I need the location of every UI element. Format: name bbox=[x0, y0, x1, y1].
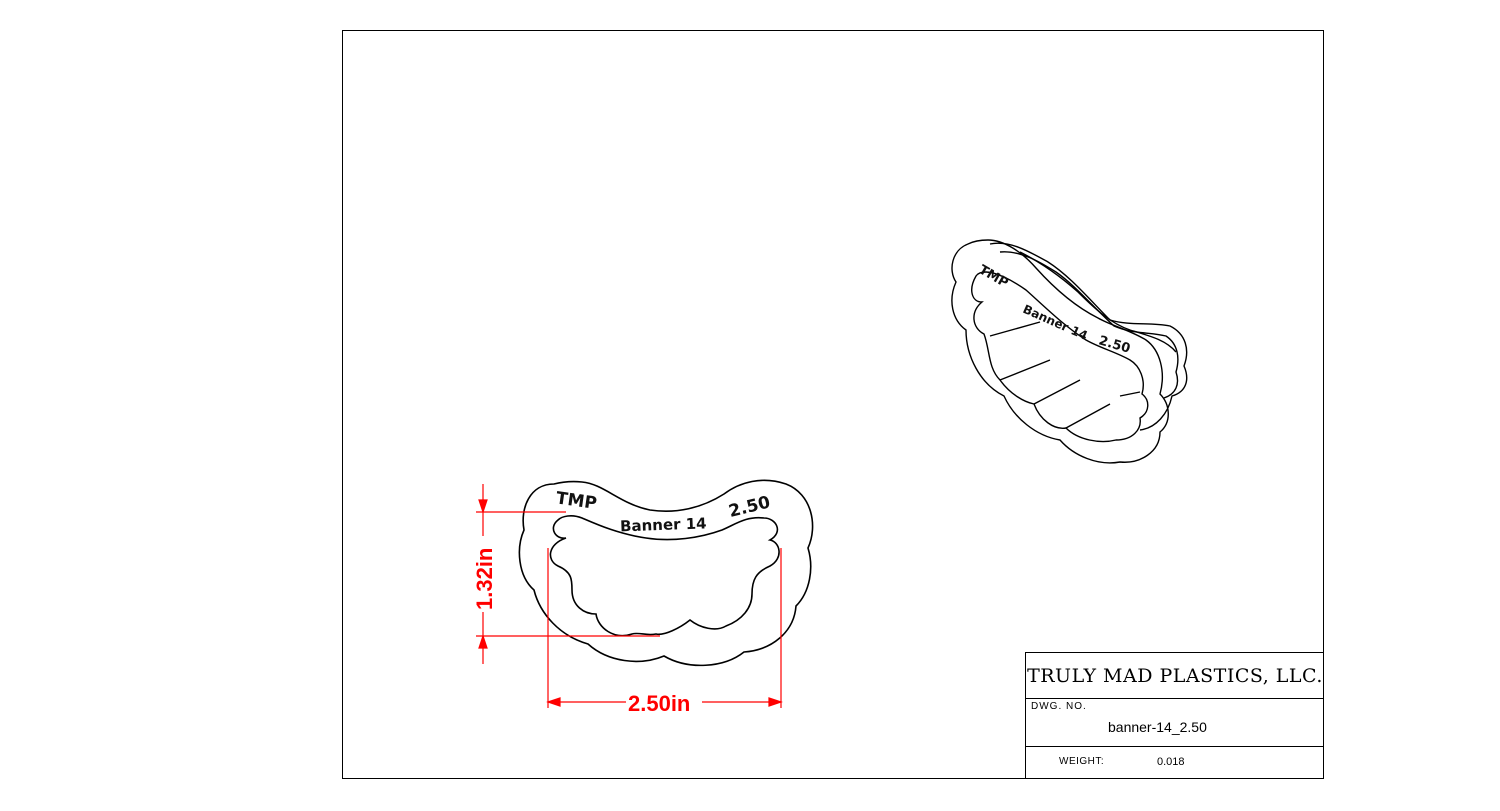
iso-front-inner-outline bbox=[971, 271, 1149, 443]
front-engraving-name: Banner 14 bbox=[620, 514, 707, 535]
iso-engraving-name: Banner 14 bbox=[1021, 302, 1090, 343]
drawing-number-value: banner-14_2.50 bbox=[1108, 719, 1207, 735]
dim-width-label: 2.50in bbox=[628, 691, 690, 716]
front-inner-outline bbox=[549, 515, 780, 637]
dim-height-label-bg bbox=[469, 536, 497, 612]
iso-engraving-brand: TMP bbox=[976, 262, 1011, 291]
iso-back-outline bbox=[989, 242, 1188, 431]
weight-row: WEIGHT: 0.018 bbox=[1026, 747, 1324, 780]
dim-height-label: 1.32in bbox=[472, 548, 497, 610]
front-outer-outline bbox=[518, 479, 814, 667]
drawing-number-label: DWG. NO. bbox=[1031, 701, 1087, 712]
front-engraving-brand: TMP bbox=[555, 488, 598, 514]
dimension-width bbox=[546, 548, 783, 708]
dim-width-arrow-right bbox=[768, 697, 783, 707]
dim-width-label-bg bbox=[626, 690, 702, 714]
weight-label: WEIGHT: bbox=[1059, 756, 1105, 767]
iso-cavity-lines bbox=[989, 321, 1141, 429]
iso-back-outline-2 bbox=[999, 251, 1179, 399]
company-name: TRULY MAD PLASTICS, LLC. bbox=[1026, 653, 1324, 699]
drawing-number-row: DWG. NO. banner-14_2.50 bbox=[1026, 699, 1324, 747]
iso-view bbox=[951, 239, 1188, 464]
dim-height-arrow-bottom bbox=[478, 634, 488, 649]
drawing-sheet-border bbox=[342, 30, 1324, 779]
iso-back-outline-3 bbox=[1019, 251, 1177, 353]
weight-value: 0.018 bbox=[1157, 756, 1185, 768]
iso-front-outer-outline bbox=[951, 239, 1169, 464]
dim-height-arrow-top bbox=[478, 499, 488, 514]
title-block: TRULY MAD PLASTICS, LLC. DWG. NO. banner… bbox=[1025, 652, 1324, 779]
front-view bbox=[518, 479, 814, 667]
dim-width-arrow-left bbox=[546, 697, 561, 707]
